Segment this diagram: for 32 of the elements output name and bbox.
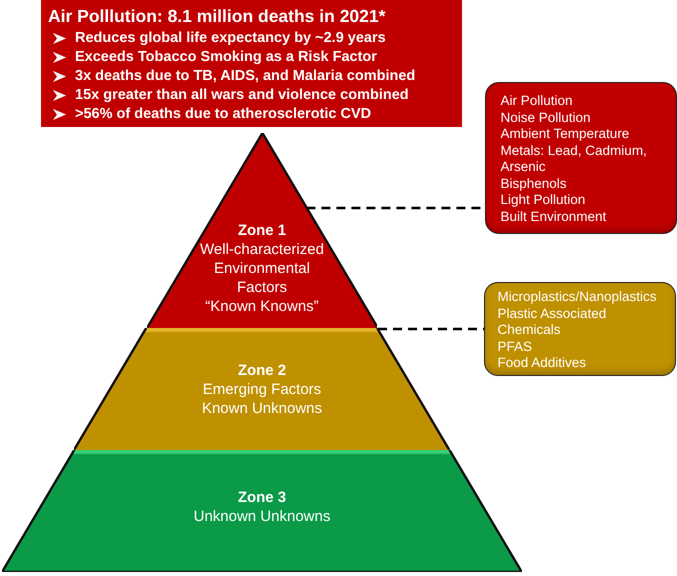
bullet-text: 3x deaths due to TB, AIDS, and Malaria combined (75, 66, 416, 86)
zone-description: Well-characterized Environmental Factors (199, 240, 325, 296)
pyramid-zone (2, 450, 522, 572)
list-item: Microplastics/Nanoplastics (498, 289, 658, 306)
zone-heading: Zone 3 (238, 488, 286, 506)
list-item: Air Pollution (500, 93, 574, 110)
list-item: PFAS (498, 338, 534, 356)
bullet-text: Reduces global life expectancy by ~2.9 years (75, 28, 386, 48)
list-box (485, 82, 677, 234)
zone-description: “Known Knowns” (205, 296, 319, 316)
zone-description: Unknown Unknowns (194, 506, 330, 526)
bullet-text: Exceeds Tobacco Smoking as a Risk Factor (75, 48, 377, 66)
list-item: Built Environment (500, 208, 608, 226)
zone-description: Known Unknowns (202, 398, 322, 418)
list-item: Metals: Lead, Cadmium, Arsenic (500, 142, 648, 176)
zone-heading: Zone 2 (238, 360, 286, 380)
pyramid-zone (74, 328, 450, 450)
list-item: Bisphenols (500, 176, 568, 192)
zone-description: Emerging Factors (202, 380, 322, 398)
zone-heading: Zone 1 (238, 220, 286, 240)
panel-heading: Air Polllution: 8.1 million deaths in 2021* (48, 5, 386, 27)
list-item: Ambient Temperature (500, 126, 630, 143)
info-panel (41, 0, 462, 127)
list-item: Food Additives (498, 355, 588, 372)
dashed-connector (378, 328, 484, 330)
list-box (484, 282, 676, 376)
bullet-text: >56% of deaths due to atherosclerotic CVD (75, 104, 372, 124)
list-item: Plastic Associated Chemicals (498, 306, 608, 339)
bullet-text: 15x greater than all wars and violence combined (75, 86, 409, 104)
pyramid-zone (146, 133, 378, 328)
list-item: Noise Pollution (500, 110, 592, 126)
list-item: Light Pollution (500, 192, 586, 209)
